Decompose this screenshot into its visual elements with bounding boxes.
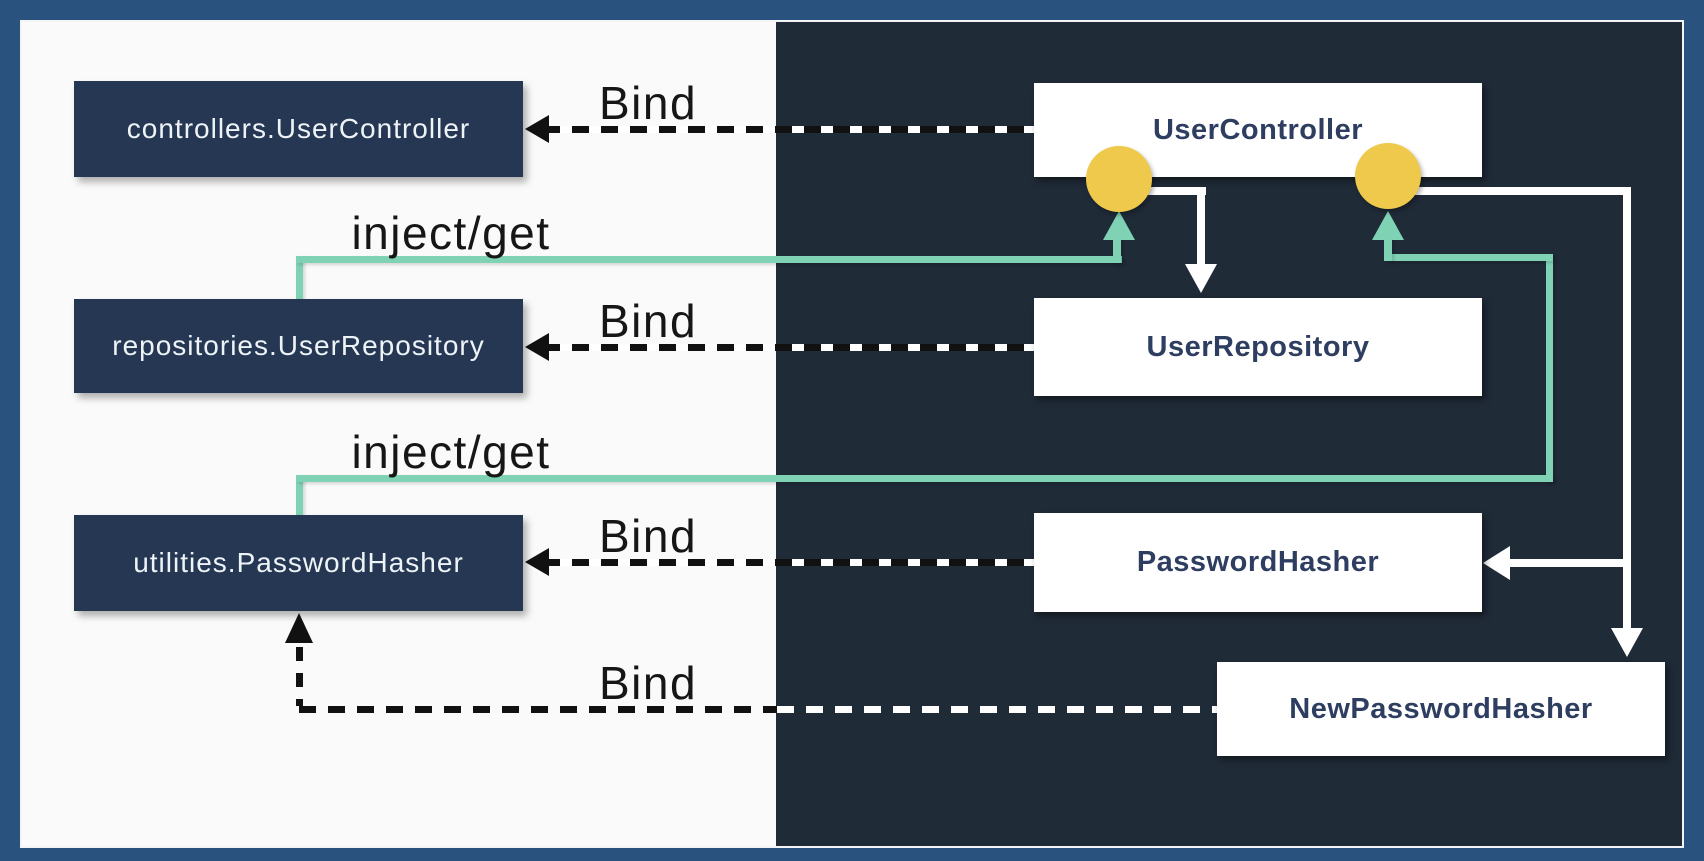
- inject-path-hasher-arrow-stub: [1384, 238, 1392, 261]
- dep-rail-vertical-right: [1623, 187, 1631, 628]
- left-box-controllers-usercontroller-label: controllers.UserController: [126, 113, 471, 144]
- dep-usercontroller-userrepository-stub: [1128, 187, 1206, 195]
- right-box-usercontroller-label: UserController: [1152, 113, 1364, 146]
- left-box-utilities-passwordhasher: utilities.PasswordHasher: [74, 515, 523, 611]
- inject-path-repository-vertical-stub: [296, 256, 303, 300]
- dep-rail-horizontal-top: [1395, 187, 1631, 195]
- inject-path-hasher-arrowhead: [1372, 211, 1404, 240]
- bind-label-controller: Bind: [598, 77, 698, 129]
- right-box-newpasswordhasher: NewPasswordHasher: [1217, 662, 1665, 756]
- inject-path-hasher-horizontal-top: [1389, 254, 1553, 261]
- dep-branch-passwordhasher: [1508, 559, 1631, 567]
- inject-path-repository-arrow-stub: [1113, 238, 1121, 263]
- inject-path-hasher-vertical-right: [1546, 254, 1553, 482]
- inject-path-repository-arrowhead: [1103, 211, 1135, 240]
- right-box-newpasswordhasher-label: NewPasswordHasher: [1289, 692, 1593, 725]
- inject-label-hasher: inject/get: [351, 426, 551, 478]
- left-box-repositories-userrepository: repositories.UserRepository: [74, 299, 523, 393]
- bind-arrowhead-repository: [525, 333, 549, 361]
- left-box-utilities-passwordhasher-label: utilities.PasswordHasher: [133, 547, 464, 578]
- bind-label-hasher: Bind: [598, 510, 698, 562]
- bind-label-newhasher: Bind: [598, 657, 698, 709]
- injection-port-circle-1: [1086, 146, 1152, 212]
- bind-arrowhead-newhasher: [285, 613, 313, 643]
- dep-usercontroller-userrepository-vertical: [1197, 187, 1205, 265]
- bind-label-repository: Bind: [598, 295, 698, 347]
- injection-port-circle-2: [1355, 143, 1421, 209]
- inject-path-hasher-vertical-stub: [296, 475, 303, 516]
- left-box-repositories-userrepository-label: repositories.UserRepository: [112, 330, 485, 361]
- right-box-passwordhasher-label: PasswordHasher: [1136, 546, 1380, 578]
- bind-line-repository: [543, 344, 1034, 351]
- bind-arrowhead-hasher: [525, 548, 549, 576]
- dep-usercontroller-userrepository-arrowhead: [1185, 264, 1217, 293]
- bind-line-hasher: [543, 559, 1034, 566]
- right-box-userrepository: UserRepository: [1034, 298, 1482, 396]
- right-box-userrepository-label: UserRepository: [1146, 330, 1370, 363]
- inject-label-repository: inject/get: [351, 207, 551, 259]
- dep-rail-newpasswordhasher-arrowhead: [1611, 628, 1643, 657]
- bind-line-controller: [543, 126, 1034, 133]
- bind-arrowhead-controller: [525, 115, 549, 143]
- left-box-controllers-usercontroller: controllers.UserController: [74, 81, 523, 177]
- bind-line-newhasher-dark-segment: [777, 706, 1217, 713]
- bind-line-newhasher-vertical: [296, 647, 303, 706]
- right-box-passwordhasher: PasswordHasher: [1034, 513, 1482, 612]
- inject-path-repository-horizontal: [296, 256, 1122, 263]
- inject-path-hasher-horizontal-long: [296, 475, 1553, 482]
- bind-line-newhasher-light-segment: [299, 706, 777, 713]
- dep-branch-passwordhasher-arrowhead: [1483, 546, 1510, 580]
